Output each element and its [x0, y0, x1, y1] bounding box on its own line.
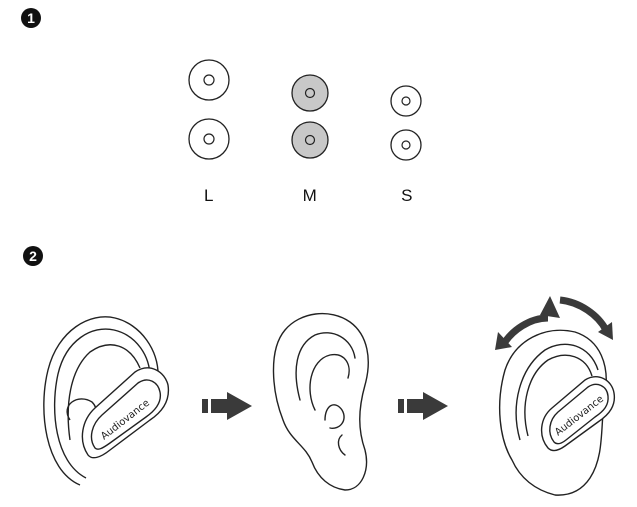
ear-tip-large-pair: [188, 59, 230, 160]
tip-size-label-m: M: [302, 186, 318, 205]
earbud-in-ear-illustration: Audiovance: [495, 296, 616, 496]
ear-tip-medium-pair: [291, 74, 329, 159]
arrow-right-2: [398, 392, 448, 420]
ear-tip-small-pair: [390, 85, 422, 161]
tip-size-label-s: S: [401, 186, 413, 205]
arrow-right-1: [202, 392, 252, 420]
earbud-illustration: Audiovance: [43, 316, 170, 486]
ear-illustration: [272, 312, 369, 491]
step-2-badge: 2: [23, 246, 43, 266]
step-1-badge: 1: [21, 8, 41, 28]
tip-size-label-l: L: [204, 186, 214, 205]
